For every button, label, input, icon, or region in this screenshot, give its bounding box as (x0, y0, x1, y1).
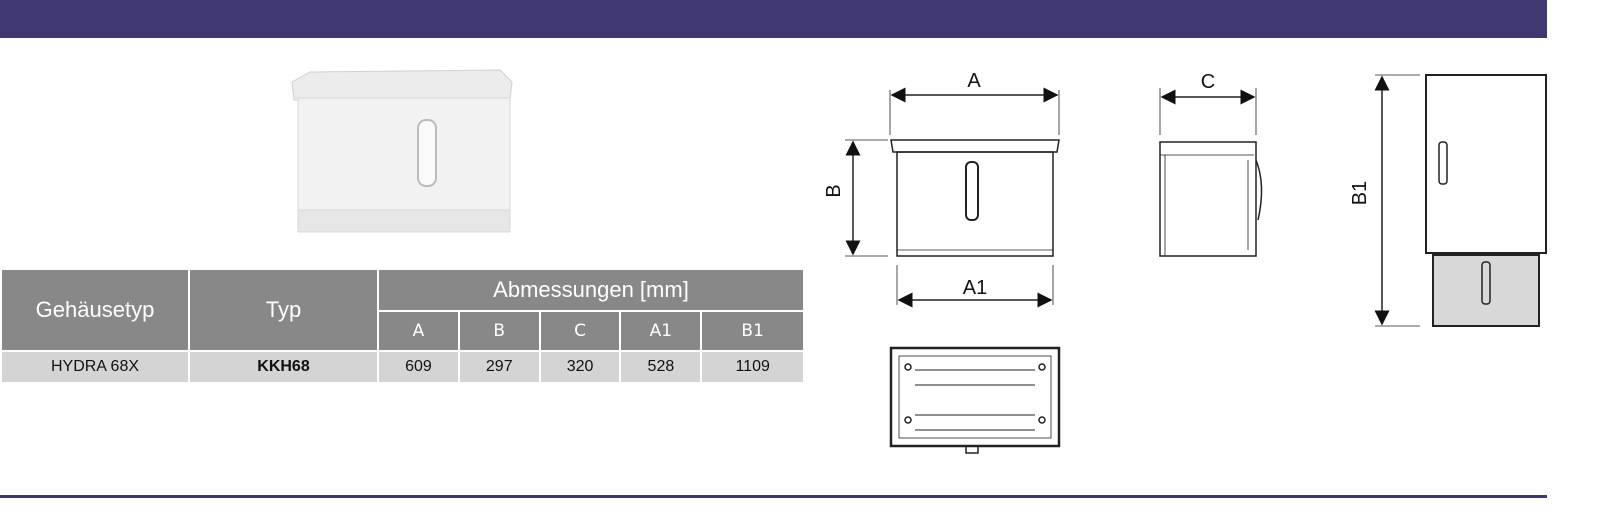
label-c: C (1201, 71, 1215, 93)
bottom-view-drawing (889, 346, 1061, 454)
header-bar (0, 0, 1547, 38)
cell-housing-type: HYDRA 68X (0, 350, 190, 384)
cell-a: 609 (377, 350, 460, 384)
standing-view-drawing (1374, 74, 1547, 327)
header-dim-b1: B1 (700, 310, 805, 352)
label-a: A (967, 70, 981, 92)
front-view-drawing (845, 87, 1060, 308)
cell-b1: 1109 (700, 350, 805, 384)
header-type: Typ (188, 268, 379, 352)
cell-a1: 528 (619, 350, 703, 384)
enclosure-product-photo (291, 69, 513, 233)
header-housing-type: Gehäusetyp (0, 268, 190, 352)
header-dim-a: A (377, 310, 460, 352)
side-view-drawing (1159, 88, 1263, 257)
cell-b: 297 (457, 350, 541, 384)
label-b1: B1 (1349, 181, 1371, 205)
dimensions-table: Gehäusetyp Typ Abmessungen [mm] A B C A1… (0, 268, 805, 384)
header-dim-a1: A1 (619, 310, 703, 352)
table-row: HYDRA 68X KKH68 609 297 320 528 1109 (0, 350, 805, 384)
label-a1: A1 (963, 277, 987, 299)
header-dim-c: C (538, 310, 622, 352)
label-b: B (823, 184, 845, 197)
header-dim-b: B (457, 310, 541, 352)
cell-c: 320 (538, 350, 622, 384)
footer-line (0, 495, 1547, 498)
header-dimensions: Abmessungen [mm] (377, 268, 805, 312)
cell-type: KKH68 (188, 350, 379, 384)
